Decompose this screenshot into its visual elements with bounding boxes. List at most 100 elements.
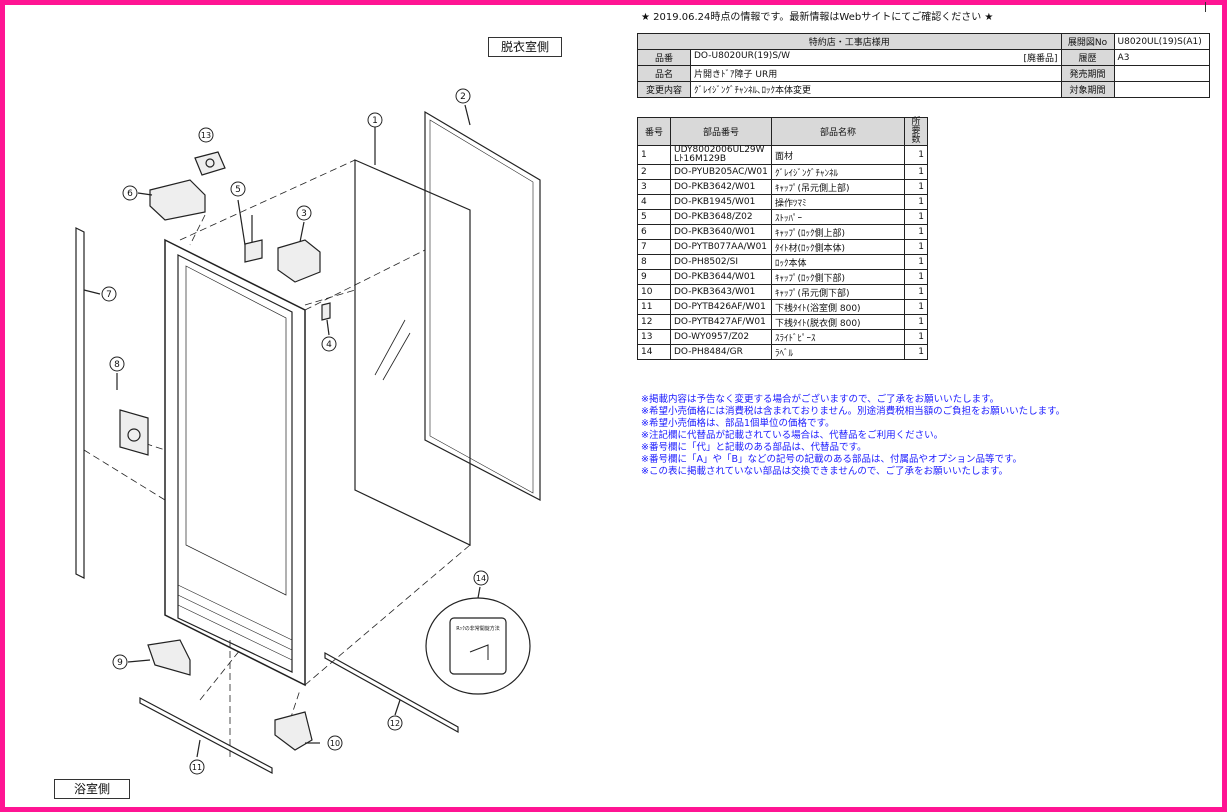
tight-strip-7 [75,227,85,579]
row-qty: 1 [904,179,928,195]
row-qty: 1 [904,224,928,240]
row-code: DO-WY0957/Z02 [670,329,772,345]
col-header-no: 番号 [637,117,671,146]
row-qty: 1 [904,344,928,360]
note-line: ※この表に掲載されていない部品は交換できませんので、ご了承をお願いいたします。 [641,466,1009,477]
knob-4 [321,302,331,321]
row-code: DO-PKB3643/W01 [670,284,772,300]
note-line: ※番号欄に「A」や「B」などの記号の記載のある部品は、付属品やオプション品等です… [641,454,1023,465]
callout-1 [367,112,383,128]
lock-body-8 [119,409,149,456]
row-qty: 1 [904,164,928,180]
row-name: ﾛｯｸ本体 [771,254,905,270]
change-label: 変更内容 [637,81,691,98]
callout-9-label: 9 [117,658,123,668]
corner-mark [1205,2,1206,12]
row-code: DO-PYUB205AC/W01 [670,164,772,180]
callout-5-label: 5 [235,185,241,195]
callout-14 [473,570,489,586]
diagram-no-label: 展開図No [1060,33,1115,50]
bottom-tight-12 [324,651,459,734]
row-no: 12 [637,314,671,330]
label-detail-circle [425,597,531,695]
part-no: DO-U8020UR(19)S/W [694,51,790,61]
row-code: DO-PYTB426AF/W01 [670,299,772,315]
header-table: 特約店・工事店様用 展開図No U8020UL(19)S(A1) 品番 DO-U… [637,33,1211,98]
callout-6-label: 6 [127,189,133,199]
notice-text: ★ 2019.06.24時点の情報です。最新情報はWebサイトにてご確認ください… [641,12,994,23]
row-qty: 1 [904,239,928,255]
row-no: 4 [637,194,671,210]
row-qty: 1 [904,145,928,165]
row-code: DO-PH8502/SI [670,254,772,270]
note-line: ※希望小売価格は、部品1個単位の価格です。 [641,418,835,429]
bath-room-label: 浴室側 [54,779,130,799]
col-header-qty: 所要数 [904,117,928,146]
row-qty: 1 [904,254,928,270]
col-header-name: 部品名称 [771,117,905,146]
callout-12 [387,715,403,731]
cap-9 [147,639,191,676]
callout-11 [189,759,205,775]
row-name: ﾗﾍﾞﾙ [771,344,905,360]
release-label: 発売期間 [1060,65,1115,82]
callout-2 [455,88,471,104]
row-no: 2 [637,164,671,180]
row-code: UDY8002006UL29WLﾄ16M129B [670,145,772,165]
callout-3 [296,205,312,221]
row-qty: 1 [904,194,928,210]
callout-13 [198,127,214,143]
row-code: DO-PKB3642/W01 [670,179,772,195]
row-qty: 1 [904,329,928,345]
exploded-parts-diagram: 1 2 3 4 5 6 7 8 9 10 11 12 13 14 Rｯｸの非常開… [75,88,541,775]
notes-block: ※掲載内容は予告なく変更する場合がございますので、ご了承をお願いいたします。※希… [641,394,1065,478]
row-qty: 1 [904,209,928,225]
callout-10 [327,735,343,751]
history-value: A3 [1113,49,1211,66]
row-qty: 1 [904,284,928,300]
target-value [1113,81,1211,98]
row-name: ｷｬｯﾌﾟ(吊元側下部) [771,284,905,300]
callout-6 [122,185,138,201]
part-no-label: 品番 [637,49,691,66]
row-code: DO-PKB3648/Z02 [670,209,772,225]
row-name: 下桟ﾀｲﾄ(脱衣側 800) [771,314,905,330]
release-value [1113,65,1211,82]
row-name: 面材 [771,145,905,165]
note-line: ※掲載内容は予告なく変更する場合がございますので、ご了承をお願いいたします。 [641,394,1000,405]
row-qty: 1 [904,314,928,330]
row-name: ｷｬｯﾌﾟ(ﾛｯｸ側上部) [771,224,905,240]
row-qty: 1 [904,269,928,285]
note-line: ※希望小売価格には消費税は含まれておりません。別途消費税相当額のご負担をお願いい… [641,406,1066,417]
row-no: 7 [637,239,671,255]
note-line: ※注記欄に代替品が記載されている場合は、代替品をご利用ください。 [641,430,944,441]
row-name: ｷｬｯﾌﾟ(吊元側上部) [771,179,905,195]
product-name: 片開きﾄﾞｱ障子 UR用 [690,65,1062,82]
row-no: 10 [637,284,671,300]
callout-2-label: 2 [460,92,466,102]
callout-7-label: 7 [106,290,112,300]
target-label: 対象期間 [1060,81,1115,98]
row-name: 下桟ﾀｲﾄ(浴室側 800) [771,299,905,315]
row-no: 9 [637,269,671,285]
changing-room-label: 脱衣室側 [488,37,562,57]
row-code: DO-PYTB427AF/W01 [670,314,772,330]
slide-piece-13 [194,151,226,176]
callout-3-label: 3 [301,209,307,219]
row-no: 3 [637,179,671,195]
stopper-5 [244,239,263,263]
callout-5 [230,181,246,197]
row-no: 5 [637,209,671,225]
row-code: DO-PKB1945/W01 [670,194,772,210]
row-no: 6 [637,224,671,240]
